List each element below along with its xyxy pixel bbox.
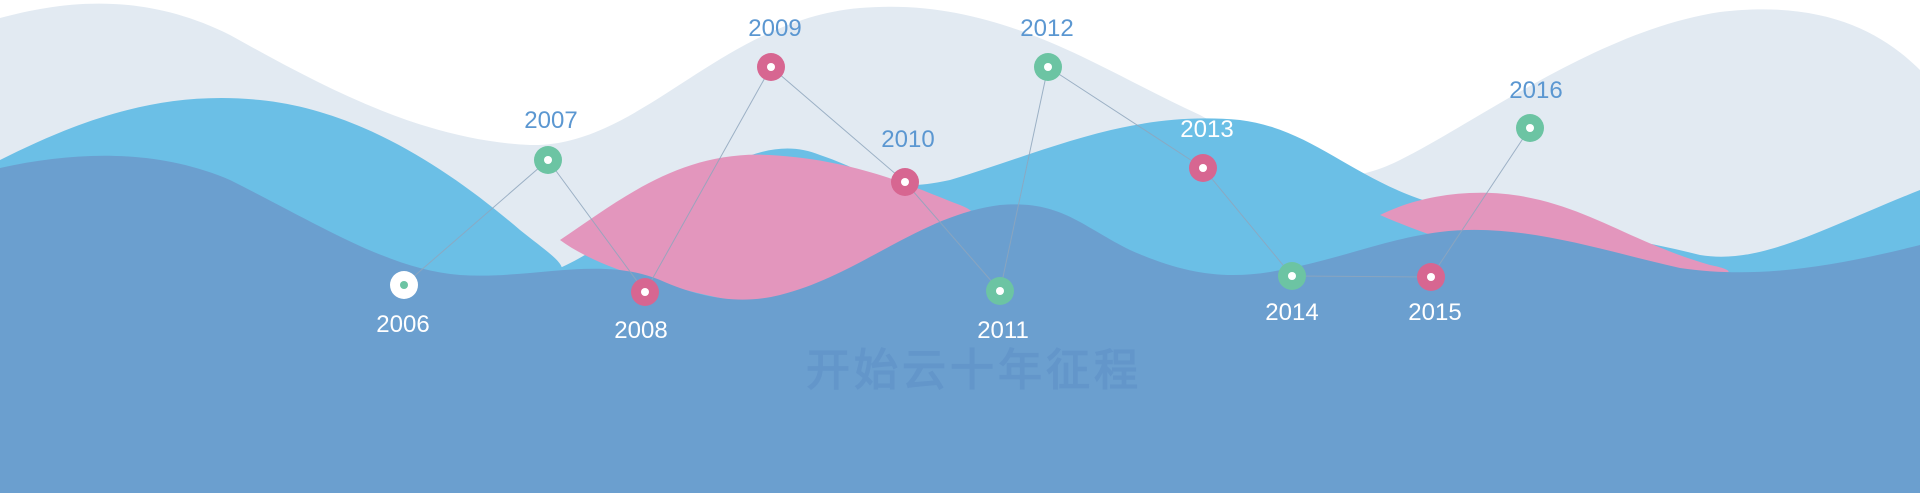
milestone-2009[interactable]: 2009 <box>748 15 802 81</box>
milestone-2015[interactable]: 2015 <box>1408 263 1462 326</box>
milestone-2012[interactable]: 2012 <box>1020 15 1074 81</box>
marker-dot-2008 <box>641 288 649 296</box>
year-label-2010: 2010 <box>881 126 934 153</box>
connector-lines <box>403 66 1531 293</box>
milestone-2006[interactable]: 2006 <box>376 271 430 338</box>
watermark-text: 开始云十年征程 <box>806 345 1142 396</box>
marker-dot-2006 <box>400 281 408 289</box>
marker-dot-2010 <box>901 178 909 186</box>
marker-dot-2012 <box>1044 63 1052 71</box>
marker-dot-2013 <box>1199 164 1207 172</box>
year-label-2006: 2006 <box>376 311 429 338</box>
marker-dot-2007 <box>544 156 552 164</box>
year-label-2016: 2016 <box>1509 77 1562 104</box>
year-label-2009: 2009 <box>748 15 801 42</box>
year-label-2007: 2007 <box>524 107 577 134</box>
year-label-2012: 2012 <box>1020 15 1073 42</box>
wave-deep <box>0 155 1920 493</box>
marker-dot-2011 <box>996 287 1004 295</box>
milestone-2011[interactable]: 2011 <box>977 277 1029 344</box>
year-label-2013: 2013 <box>1180 116 1233 143</box>
marker-dot-2015 <box>1427 273 1435 281</box>
milestone-2013[interactable]: 2013 <box>1180 116 1234 182</box>
year-label-2008: 2008 <box>614 317 667 344</box>
marker-dot-2014 <box>1288 272 1296 280</box>
year-label-2011: 2011 <box>977 317 1029 344</box>
year-label-2014: 2014 <box>1265 299 1318 326</box>
milestone-2010[interactable]: 2010 <box>881 126 935 196</box>
milestone-2016[interactable]: 2016 <box>1509 77 1563 142</box>
milestone-2014[interactable]: 2014 <box>1265 262 1319 326</box>
year-label-2015: 2015 <box>1408 299 1461 326</box>
marker-dot-2016 <box>1526 124 1534 132</box>
milestone-2007[interactable]: 2007 <box>524 107 578 174</box>
marker-dot-2009 <box>767 63 775 71</box>
milestone-2008[interactable]: 2008 <box>614 278 668 344</box>
